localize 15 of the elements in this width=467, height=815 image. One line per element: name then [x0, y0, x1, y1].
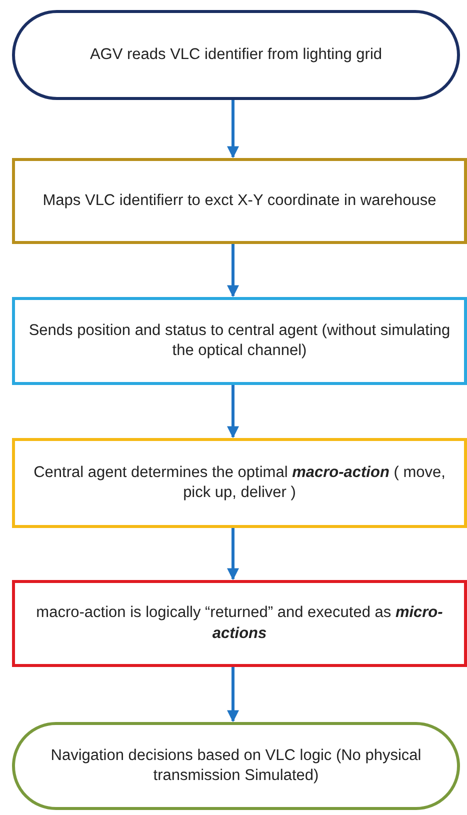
- arrow: [227, 528, 239, 580]
- arrow: [227, 385, 239, 438]
- process-box: [12, 297, 467, 385]
- arrow: [227, 667, 239, 722]
- process-box: [12, 580, 467, 667]
- step-text: Navigation decisions based on VLC logic (No physical transmission Simulated): [50, 746, 422, 786]
- process-box: [12, 158, 467, 244]
- arrow: [227, 100, 239, 158]
- step-text: Maps VLC identifierr to exct X-Y coordinate in warehouse: [42, 190, 436, 211]
- step-text: AGV reads VLC identifier from lighting grid: [90, 44, 382, 65]
- step-text: Central agent determines the optimal macro-action ( move, pick up, deliver ): [32, 462, 446, 503]
- process-box: [12, 438, 467, 528]
- step-text: macro-action is logically “returned” and executed as micro-actions: [35, 603, 444, 644]
- arrow: [227, 244, 239, 298]
- step-text: Sends position and status to central agent (without simulating the optical channel): [28, 320, 452, 361]
